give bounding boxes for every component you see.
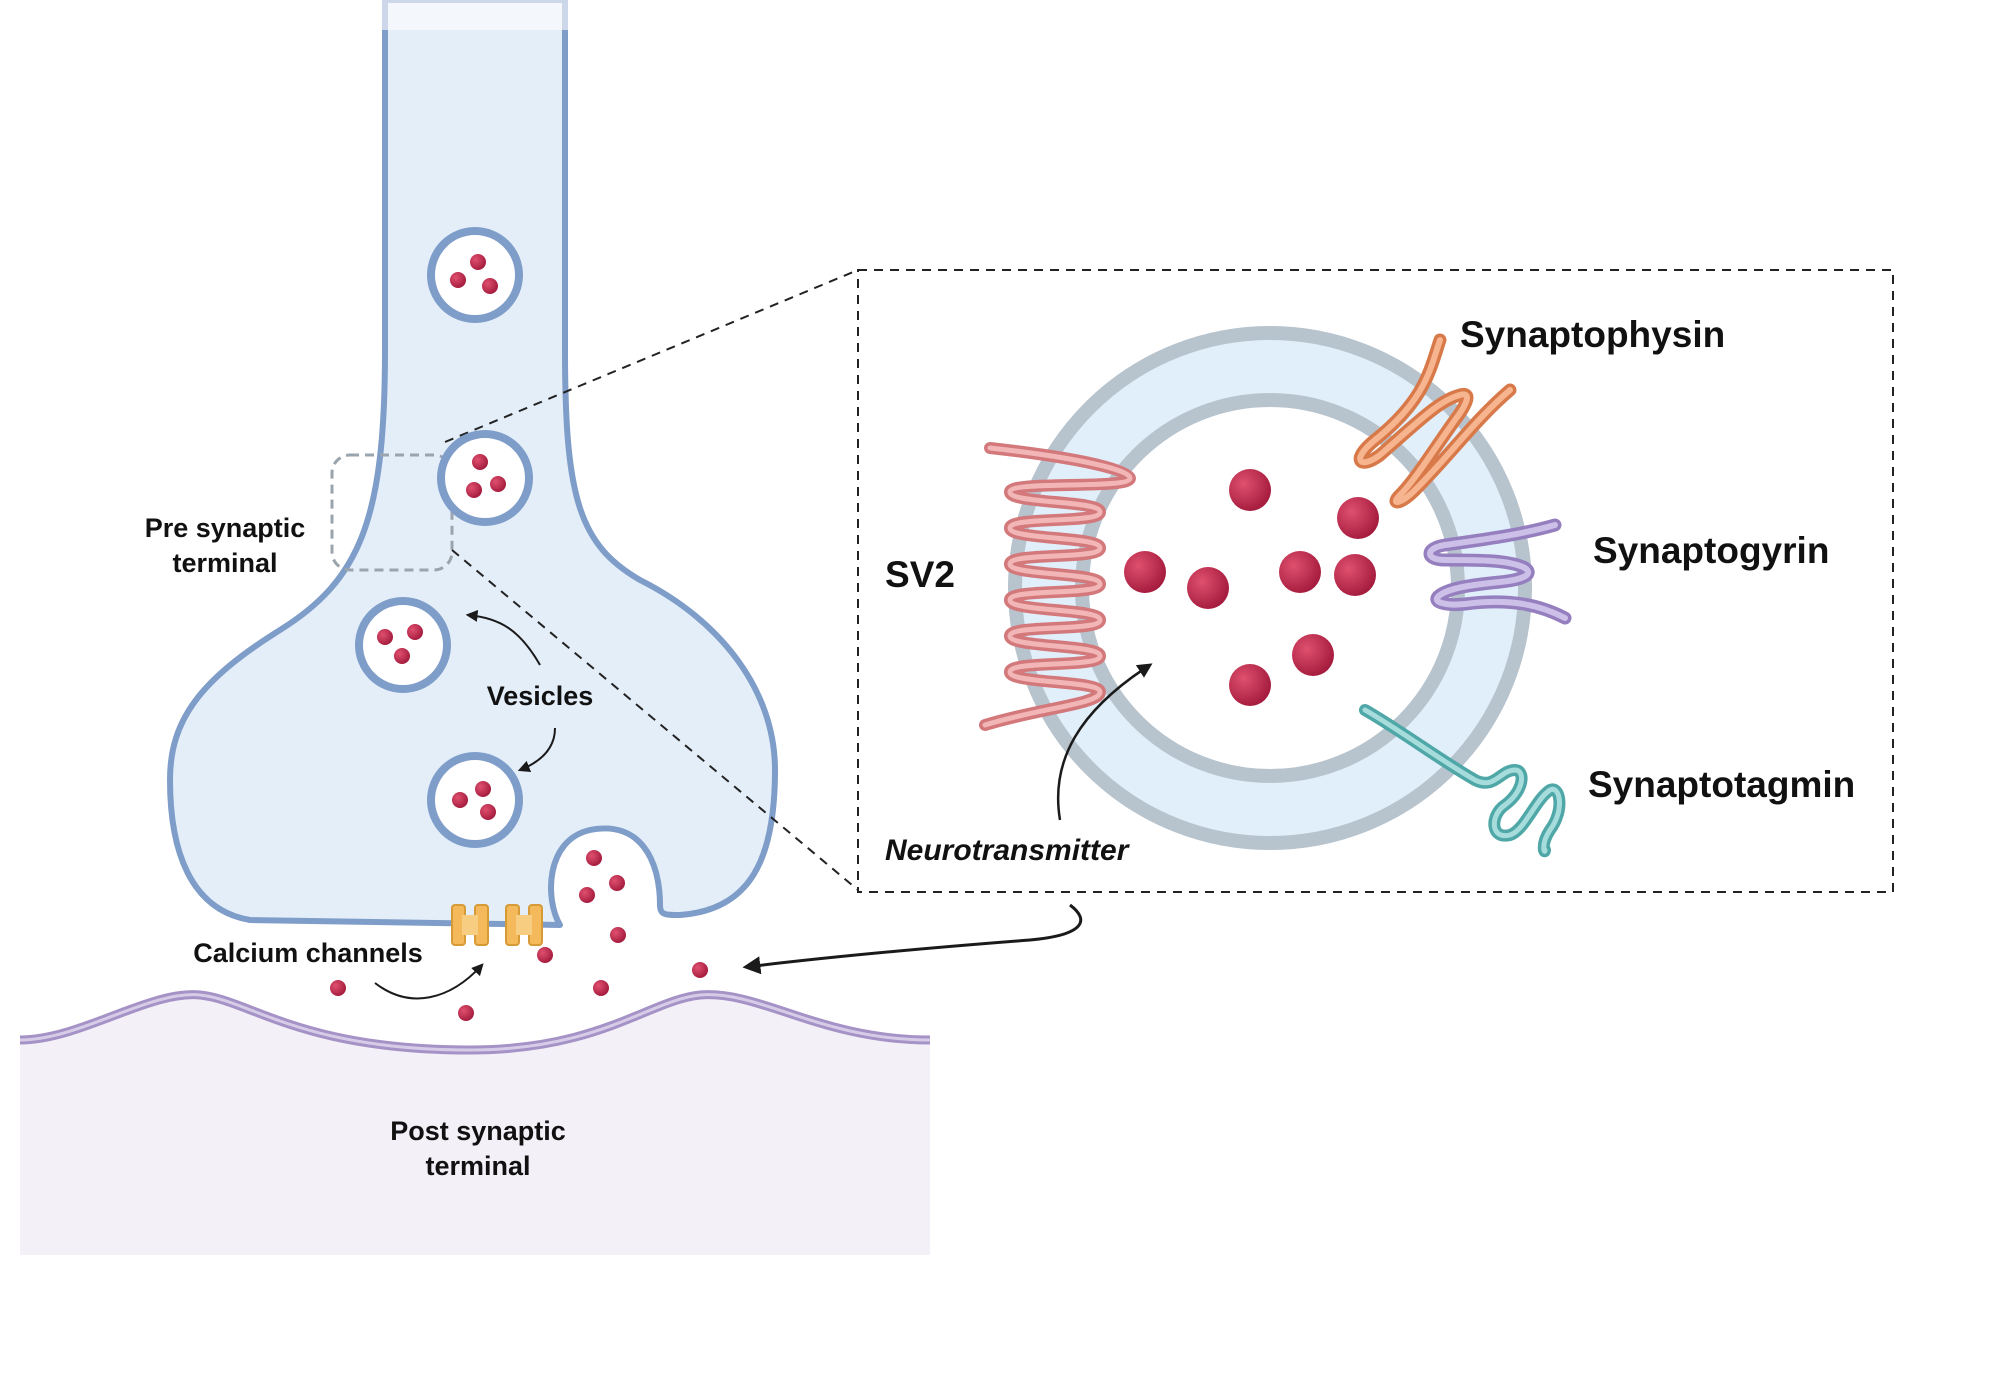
zoom-to-cleft-arrow [742,903,1083,975]
vesicles-arrow-up [465,609,541,666]
vesicle [437,430,533,526]
sv2-protein [979,442,1136,731]
calcium-channels-arrow [374,963,484,1000]
sv2-label: SV2 [885,554,955,595]
post-synaptic-label-line1: Post synaptic [390,1116,566,1146]
vesicle [355,597,451,693]
zoom-projection-line-top [444,269,859,443]
neurotransmitter-molecules [1124,469,1379,706]
vesicle [427,752,523,848]
synaptophysin-label: Synaptophysin [1460,314,1725,355]
synaptotagmin-protein [1359,704,1566,858]
vesicles-label: Vesicles [487,681,594,711]
post-synaptic-terminal [19,990,931,1255]
calcium-channel [505,904,543,946]
pre-synaptic-label-line1: Pre synaptic [145,513,306,543]
calcium-channels-label: Calcium channels [193,938,423,968]
vesicle-enlarged [1008,326,1532,850]
synaptotagmin-label: Synaptotagmin [1588,764,1855,805]
vesicles-arrow-down [517,727,556,773]
synaptogyrin-protein [1423,518,1572,625]
released-neurotransmitters [330,850,708,1021]
vesicle [427,227,523,323]
neurotransmitter-label: Neurotransmitter [885,834,1131,867]
neurotransmitter-arrow [1056,663,1153,821]
calcium-channel [451,904,489,946]
zoom-projection-line-bottom [451,549,859,891]
synaptophysin-protein [1353,333,1517,509]
pre-synaptic-label-line2: terminal [172,548,277,578]
post-synaptic-label-line2: terminal [425,1151,530,1181]
synaptogyrin-label: Synaptogyrin [1593,530,1829,571]
